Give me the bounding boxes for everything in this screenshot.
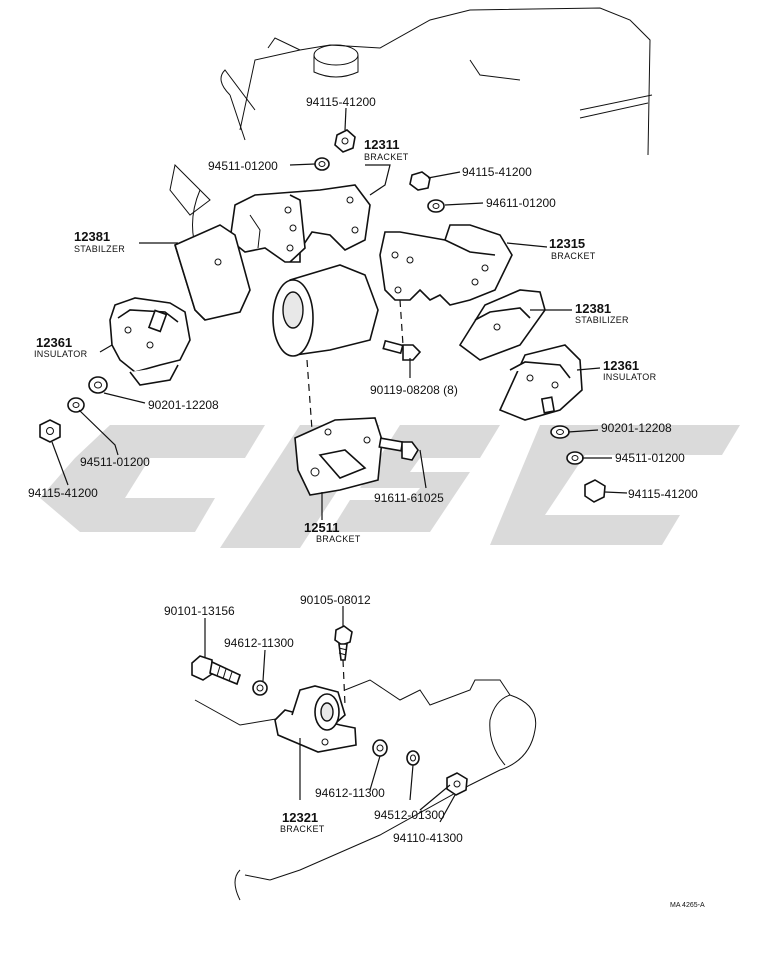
bracket-12321-shape (274, 685, 357, 753)
label-bolt-center: 90119-08208 (8) (370, 383, 458, 397)
label-12361-left-name: INSULATOR (34, 349, 88, 359)
label-washer-right-2: 94511-01200 (615, 451, 685, 465)
label-washer-top-left: 94511-01200 (208, 159, 278, 173)
label-washer-lower-left: 94612-11300 (224, 636, 294, 650)
label-washer-left-2: 94511-01200 (80, 455, 150, 469)
label-12321-number: 12321 (282, 810, 318, 825)
label-bolt-lower-top: 90105-08012 (300, 593, 371, 607)
label-washer-lower-right: 94612-11300 (315, 786, 385, 800)
labels: 94115-41200 12311 BRACKET 94511-01200 94… (28, 95, 705, 909)
bracket-12311-shape (229, 184, 371, 263)
label-12511-number: 12511 (304, 520, 339, 535)
fastener-shapes (39, 129, 606, 796)
label-12311-number: 12311 (364, 137, 399, 152)
label-12361-right-number: 12361 (603, 358, 639, 373)
engine-block-outline (169, 7, 653, 261)
label-12511-name: BRACKET (316, 534, 361, 544)
leader-lines (51, 107, 628, 823)
label-12381-right-number: 12381 (575, 301, 611, 316)
label-nut-right: 94115-41200 (628, 487, 698, 501)
transmission-outline (194, 679, 537, 901)
label-12321-name: BRACKET (280, 824, 325, 834)
center-mount-shape (272, 264, 379, 357)
label-12381-right-name: STABILIZER (575, 315, 629, 325)
label-nut-top: 94115-41200 (306, 95, 376, 109)
label-bolt-right: 91611-61025 (374, 491, 444, 505)
label-washer-right-1: 90201-12208 (601, 421, 672, 435)
bracket-12315-shape (379, 224, 513, 306)
label-12361-left-number: 12361 (36, 335, 72, 350)
label-washer-top-right: 94611-01200 (486, 196, 556, 210)
label-12315-name: BRACKET (551, 251, 596, 261)
insulator-right-shape (498, 344, 583, 421)
stabilizer-left-shape (174, 224, 251, 321)
label-12361-right-name: INSULATOR (603, 372, 657, 382)
label-washer-left-1: 90201-12208 (148, 398, 219, 412)
label-nut-lower-right: 94110-41300 (393, 831, 463, 845)
stabilizer-right-shape (458, 289, 546, 361)
watermark-logo (40, 425, 740, 548)
label-nut-top-right: 94115-41200 (462, 165, 532, 179)
bracket-12511-shape (294, 417, 383, 496)
label-washer-lower-right-2: 94512-01300 (374, 808, 445, 822)
label-12315-number: 12315 (549, 236, 585, 251)
label-12381-left-number: 12381 (74, 229, 110, 244)
insulator-left-shape (109, 297, 191, 386)
label-12381-left-name: STABILZER (74, 244, 125, 254)
label-12311-name: BRACKET (364, 152, 409, 162)
label-nut-left: 94115-41200 (28, 486, 98, 500)
figure-code: MA 4265-A (670, 902, 705, 909)
label-bolt-lower-left: 90101-13156 (164, 604, 235, 618)
